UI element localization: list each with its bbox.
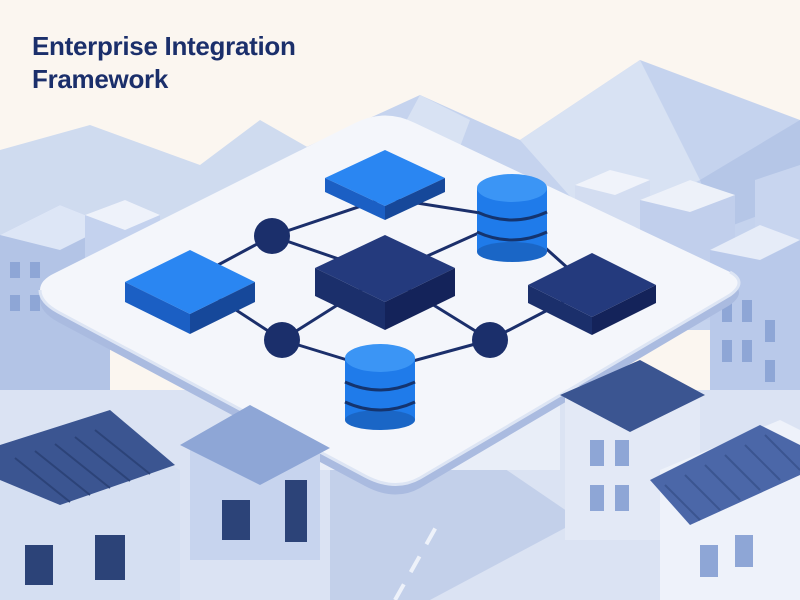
house-center-roof: [180, 405, 330, 485]
hub-block-icon: [315, 235, 455, 330]
title-line-1: Enterprise Integration: [32, 31, 296, 61]
road-markings: [393, 519, 442, 600]
title-line-2: Framework: [32, 64, 169, 94]
database-icon: [476, 174, 548, 262]
house-left-window: [25, 545, 53, 585]
mountain-right-light-face: [520, 60, 700, 230]
house-right-roof: [560, 360, 705, 432]
house-center-door: [285, 480, 307, 542]
connector-dots: [254, 218, 508, 358]
house-left-window: [95, 535, 125, 580]
node-dot-icon: [254, 218, 290, 254]
foreground-houses: [0, 360, 800, 600]
node-dot-icon: [472, 322, 508, 358]
house-center-window: [222, 500, 250, 540]
server-block-icon: [325, 150, 445, 220]
page-title: Enterprise Integration Framework: [32, 30, 296, 96]
node-dot-icon: [264, 322, 300, 358]
server-block-icon: [528, 253, 656, 335]
house-far-right-roof: [650, 425, 800, 525]
database-icon: [344, 344, 416, 430]
server-block-icon: [125, 250, 255, 334]
